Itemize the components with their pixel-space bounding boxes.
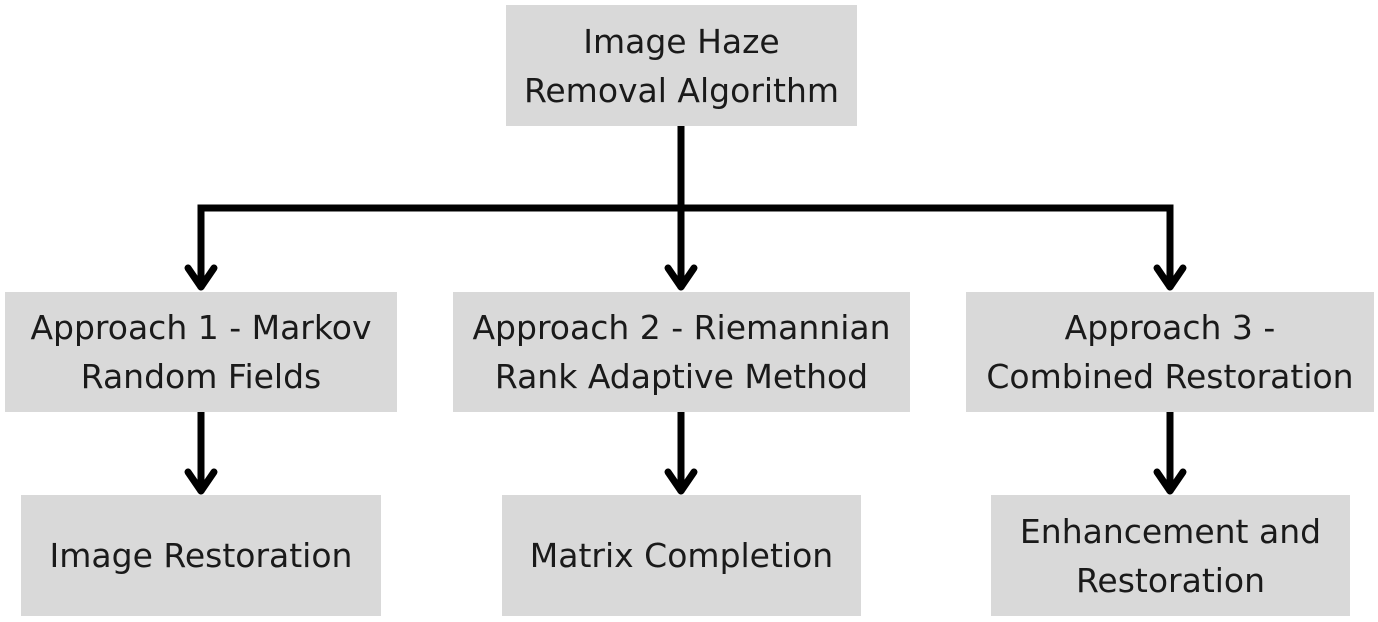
arrowhead-result-1: [184, 468, 218, 495]
arrowhead-result-3: [1153, 468, 1187, 495]
arrowhead-approach-1: [184, 264, 218, 291]
node-label-line: Rank Adaptive Method: [494, 357, 869, 396]
node-label-line: Enhancement and: [1019, 511, 1322, 551]
node-approach-1: Approach 1 - Markov Random Fields: [5, 292, 397, 412]
node-label-line: Approach 3 -: [1064, 308, 1276, 347]
node-label-line: Approach 2 - Riemannian: [472, 308, 891, 347]
node-image-restoration: Image Restoration: [21, 495, 381, 616]
node-approach-3: Approach 3 - Combined Restoration: [966, 292, 1374, 412]
node-image-haze-removal-algorithm: Image Haze Removal Algorithm: [506, 5, 857, 126]
node-approach-2: Approach 2 - Riemannian Rank Adaptive Me…: [453, 292, 910, 412]
node-label-line: Matrix Completion: [529, 536, 834, 575]
arrowhead-approach-2: [664, 264, 698, 291]
node-label-line: Image Haze: [583, 21, 780, 61]
node-label-line: Removal Algorithm: [523, 70, 840, 110]
node-label-line: Random Fields: [80, 357, 322, 396]
node-matrix-completion: Matrix Completion: [502, 495, 861, 616]
node-label-line: Restoration: [1075, 560, 1266, 600]
arrowhead-result-2: [664, 468, 698, 495]
node-enhancement-and-restoration: Enhancement and Restoration: [991, 495, 1350, 616]
node-label-line: Image Restoration: [49, 536, 353, 575]
node-label-line: Combined Restoration: [986, 357, 1354, 396]
node-label-line: Approach 1 - Markov: [30, 308, 372, 347]
arrowhead-approach-3: [1153, 264, 1187, 291]
